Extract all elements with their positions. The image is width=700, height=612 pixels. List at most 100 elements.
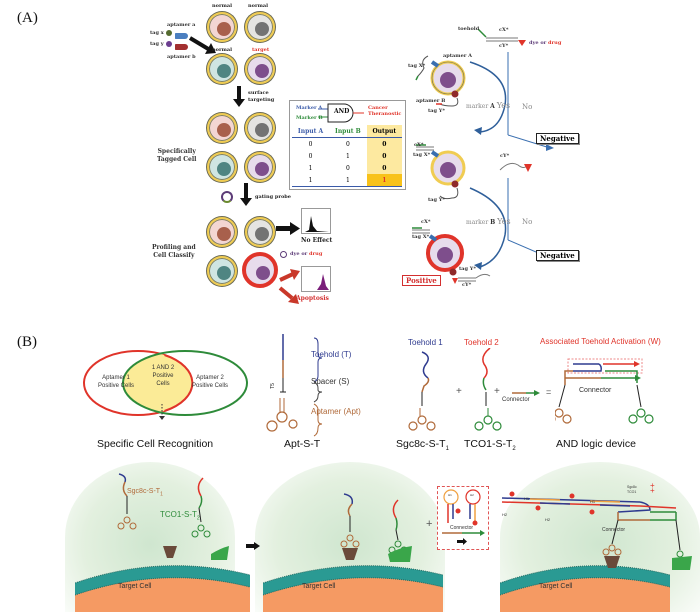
red-arrows-icon	[278, 269, 300, 304]
legend-tag-x: tag x	[150, 30, 164, 36]
label-cx-2: cX*	[414, 142, 424, 148]
plus-bottom: +	[426, 518, 433, 530]
aptamer-a-icon	[175, 33, 188, 39]
scene-3-hcr-structure	[501, 491, 692, 570]
label-connector-device: Connector	[579, 387, 612, 394]
histogram-no-effect-icon	[301, 208, 331, 234]
equals-sign: =	[546, 387, 552, 397]
label-toehold-t: Toehold (T)	[311, 350, 352, 359]
probe-small-icon	[280, 251, 287, 258]
header-output: Output	[366, 125, 402, 138]
label-h2-b: H2	[545, 517, 551, 522]
scene-arrow-1-icon	[246, 542, 260, 550]
table-row: 1 1 1	[292, 174, 402, 187]
label-toehold-2: Toehold 2	[464, 338, 499, 347]
header-input-b: Input B	[335, 127, 361, 135]
diagonal-arrow-icon	[188, 36, 216, 54]
caption-specific-cell-recognition: Specific Cell Recognition	[97, 438, 214, 450]
label-cy-3: cY*	[462, 282, 472, 288]
negative-box-2: Negative	[536, 250, 579, 261]
plus-2: +	[494, 386, 500, 397]
label-marker-b: Marker B	[296, 115, 323, 121]
label-tag-x-star: tag X*	[408, 63, 426, 69]
label-tag-y-star-3: tag Y*	[459, 266, 476, 272]
label-cy-released: cY*	[500, 153, 510, 159]
scene-1-probes	[117, 473, 229, 560]
label-no-1: No	[522, 103, 533, 111]
cell: 1	[308, 176, 313, 184]
histogram-apoptosis-icon	[301, 266, 331, 292]
header-input-a: Input A	[297, 127, 324, 135]
membrane-scene-1	[75, 565, 250, 612]
caption-and-logic-device: AND logic device	[556, 438, 636, 450]
cell: 0	[366, 162, 402, 174]
cell-profiled-teal	[207, 256, 237, 286]
apt-s-t-structure	[266, 334, 323, 437]
label-normal-1: normal	[212, 3, 233, 9]
negative-box-1: Negative	[536, 133, 579, 144]
cell-target-purple	[245, 54, 275, 84]
label-cx-top: cX*	[499, 27, 509, 33]
cell-profiled-target-red	[242, 252, 278, 288]
label-cx-3: cX*	[421, 219, 431, 225]
label-h2-box: H2	[470, 493, 474, 497]
label-aptamer-apt: Aptamer (Apt)	[311, 407, 361, 416]
venn-diagram	[83, 350, 248, 420]
label-target: target	[252, 47, 270, 53]
and-gate-label: AND	[334, 108, 350, 115]
label-dye-drug: dye or drug	[290, 251, 323, 257]
panel-a-label: (A)	[17, 10, 38, 26]
caption-sgc8c: Sgc8c-S-T1	[396, 438, 449, 453]
label-gating-probe: gating probe	[255, 194, 291, 200]
right-arrow-icon	[276, 222, 300, 235]
label-spacer-s: Spacer (S)	[311, 377, 350, 386]
label-apoptosis: Apoptosis	[296, 295, 329, 302]
label-aptamer-B: aptamer B	[416, 98, 446, 104]
cell-profiled-gray	[245, 217, 275, 247]
label-h1-b: H1	[590, 499, 596, 504]
label-tag-x-star-3: tag X*	[412, 234, 430, 240]
down-arrow-icon-2	[240, 183, 252, 206]
membrane-scene-3	[500, 565, 670, 612]
cell: 0	[366, 150, 402, 162]
tag-y-dot-icon	[166, 41, 172, 47]
caption-apt-s-t: Apt-S-T	[284, 438, 321, 450]
label-marker-b-yes: marker B Yes	[466, 217, 511, 226]
cell: 0	[345, 164, 350, 172]
label-toehold: toehold	[458, 26, 480, 32]
scene-2-probes	[340, 493, 412, 562]
cell: 1	[366, 174, 402, 187]
cell-normal-teal	[207, 54, 237, 84]
cell: 0	[366, 137, 402, 150]
cell: 1	[345, 176, 350, 184]
label-h1-box: H1	[448, 493, 452, 497]
label-target-cell-2: Target Cell	[302, 583, 336, 590]
legend-aptamer-b: aptamer b	[167, 54, 196, 60]
label-connector-scene3: Connector	[602, 527, 626, 533]
cell-normal-gray	[245, 12, 275, 42]
label-no-effect: No Effect	[301, 237, 333, 244]
label-tag-y-star-2: tag Y*	[428, 197, 445, 203]
label-normal-3: normal	[212, 47, 233, 53]
label-cy-top: cY*	[499, 43, 509, 49]
cell-tagged-teal	[207, 152, 237, 182]
label-marker-a: Marker A	[296, 105, 323, 111]
legend-aptamer-a: aptamer a	[167, 22, 196, 28]
probes-structure	[408, 348, 540, 431]
label-dye-drug-top: dye or drug	[529, 40, 562, 46]
label-toehold-1: Toehold 1	[408, 338, 443, 347]
membrane-scene-2	[263, 565, 443, 612]
label-h2-a: H2	[502, 512, 508, 517]
gating-probe-icon	[221, 191, 233, 203]
cell-tagged-purple	[245, 152, 275, 182]
label-connector-box: Connector	[450, 525, 474, 531]
